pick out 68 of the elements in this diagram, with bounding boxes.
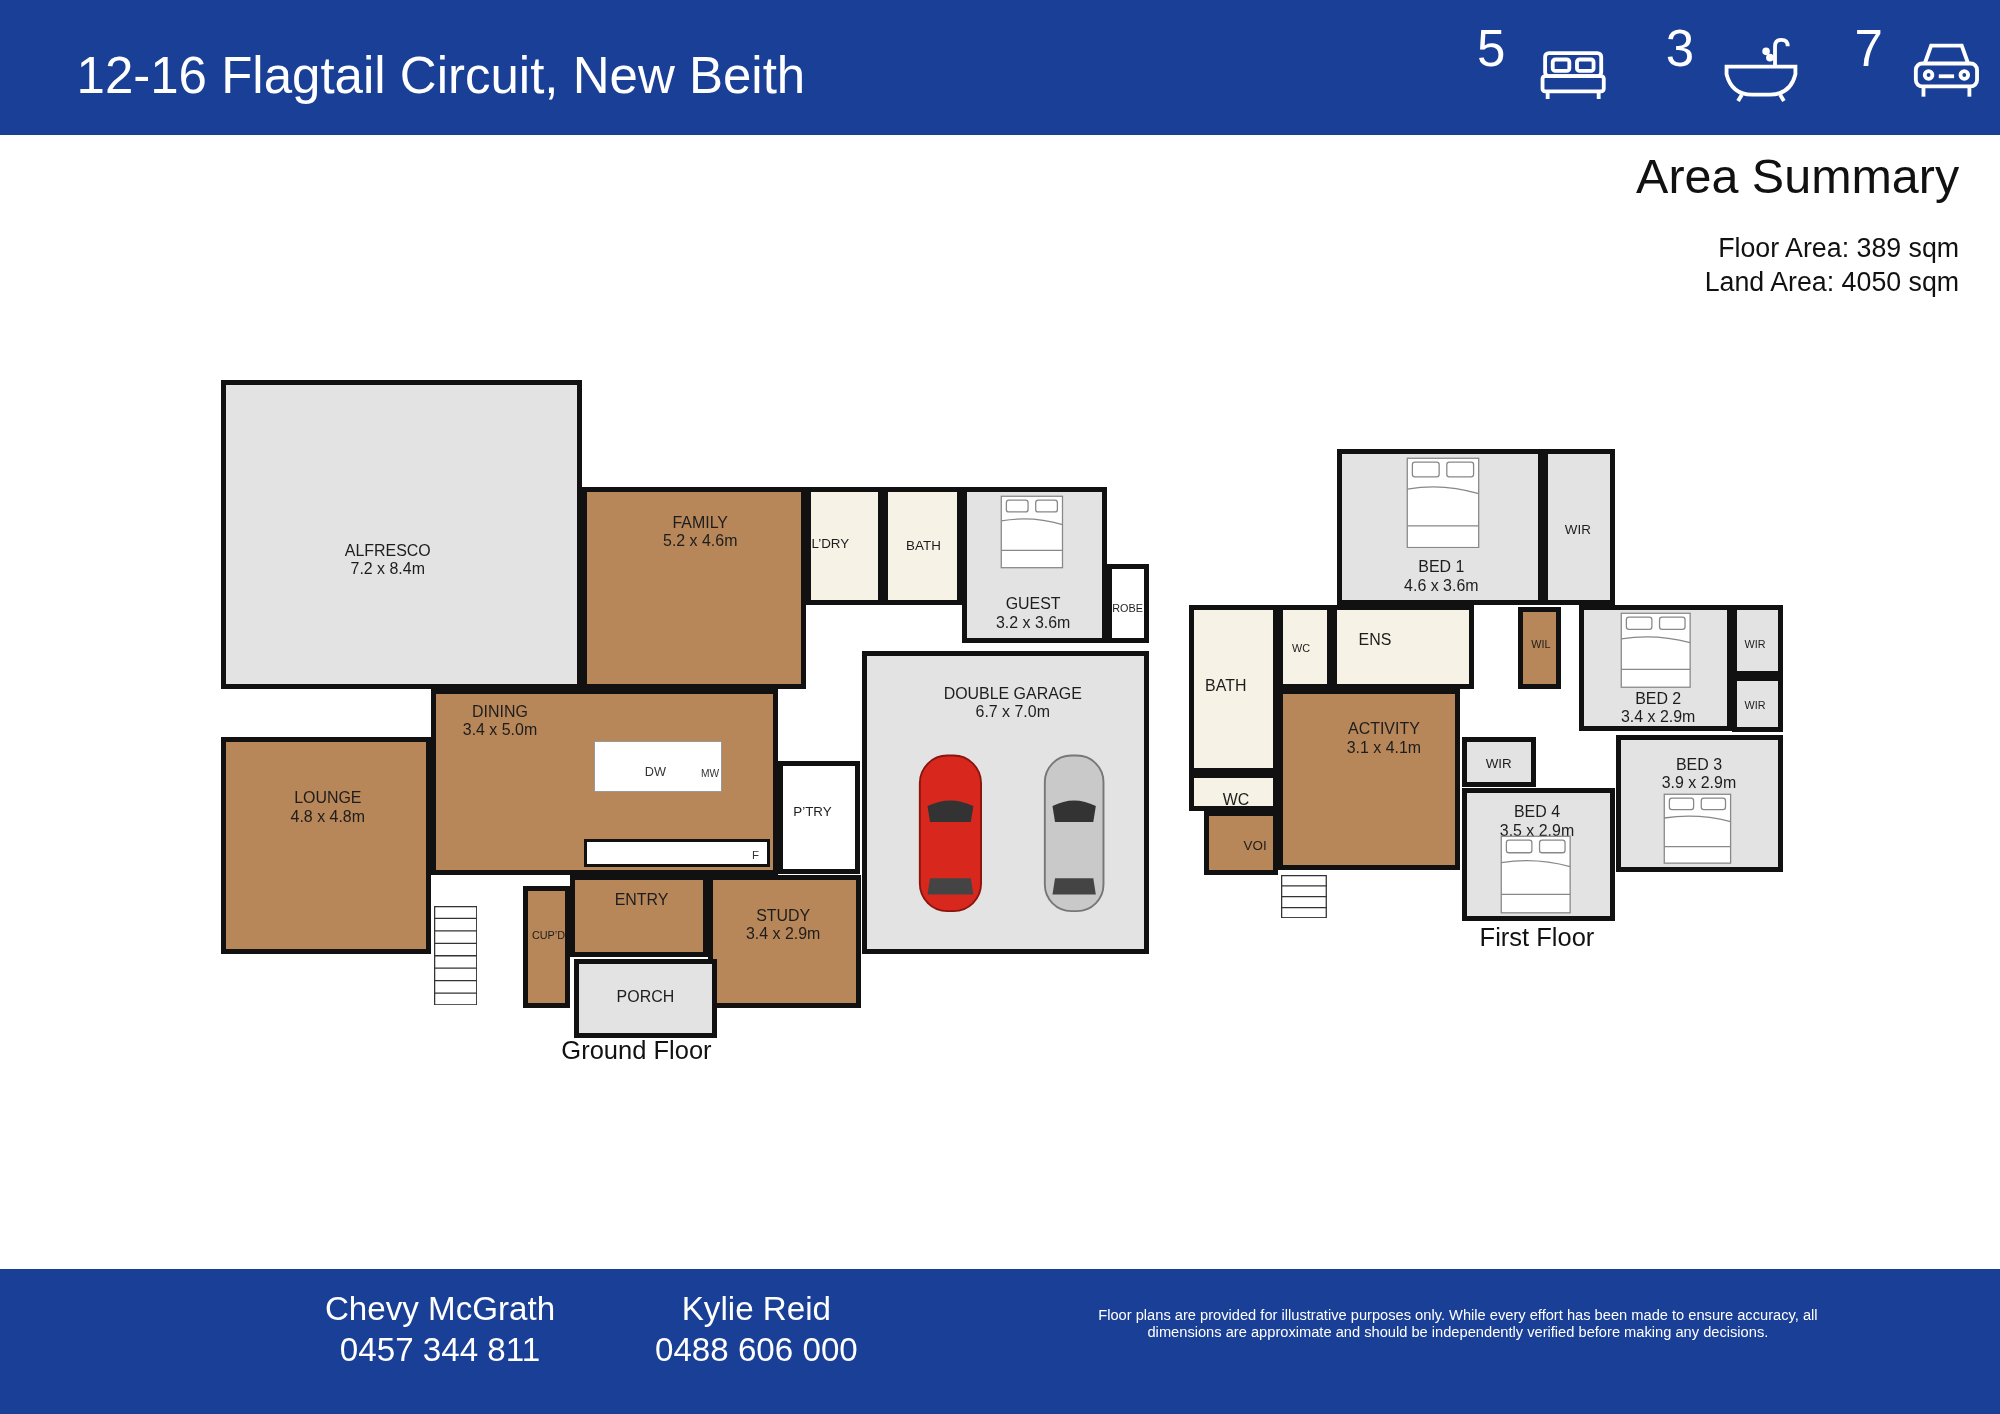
appliance-label: DW xyxy=(644,765,666,780)
room-dimensions: 4.6 x 3.6m xyxy=(1404,576,1479,596)
room xyxy=(1461,737,1536,787)
room xyxy=(1517,607,1562,689)
disclaimer-text: Floor plans are provided for illustrative purposes only. While every effort has been made to ensure accuracy, all dimensions are approximate and should be independently verified before making any decisions. xyxy=(1097,1307,1819,1341)
room xyxy=(522,886,571,1008)
room-dimensions: 3.5 x 2.9m xyxy=(1499,821,1575,840)
room-name: WIL xyxy=(1531,637,1551,651)
room-name: WC xyxy=(1291,641,1310,655)
room-dimensions: 3.1 x 4.1m xyxy=(1346,738,1422,758)
phone-number: 0488 606 000 xyxy=(654,1330,858,1369)
room-dimensions: 3.4 x 2.9m xyxy=(745,924,821,944)
room-name: BED 1 xyxy=(1418,558,1465,577)
page-title: 12-16 Flagtail Circuit, New Beith xyxy=(76,45,806,105)
room-dimensions: 7.2 x 8.4m xyxy=(350,560,425,579)
room-name: ACTIVITY xyxy=(1348,720,1420,739)
room xyxy=(1107,563,1150,643)
room-name: VOI xyxy=(1243,837,1267,854)
room-name: WC xyxy=(1222,790,1250,809)
room xyxy=(220,380,582,689)
room xyxy=(220,737,432,955)
room-dimensions: 3.9 x 2.9m xyxy=(1661,774,1737,793)
room-name: DOUBLE GARAGE xyxy=(943,684,1082,703)
room-name: FAMILY xyxy=(672,513,728,533)
room xyxy=(1543,448,1615,605)
appliance-label: F xyxy=(752,849,760,863)
floor-area-text: Floor Area: 389 sqm xyxy=(1718,232,1960,264)
room-dimensions: 3.4 x 2.9m xyxy=(1620,708,1696,727)
room-dimensions: 5.2 x 4.6m xyxy=(663,532,738,551)
room xyxy=(573,959,717,1039)
room-name: WIR xyxy=(1744,699,1766,712)
room xyxy=(707,875,861,1008)
room-name: BED 2 xyxy=(1635,689,1682,709)
agent-name: Kylie Reid xyxy=(681,1290,831,1329)
appliance-label: MW xyxy=(701,767,720,780)
room-dimensions: 3.2 x 3.6m xyxy=(995,613,1071,633)
area-summary-heading: Area Summary xyxy=(1636,149,1960,206)
room-name: BATH xyxy=(1205,677,1247,696)
room-dimensions: 3.4 x 5.0m xyxy=(462,720,538,740)
room-name: BED 3 xyxy=(1675,756,1722,775)
stat-count: 3 xyxy=(1665,20,1695,80)
floor-caption: Ground Floor xyxy=(561,1035,712,1066)
room-name: WIR xyxy=(1564,521,1591,537)
room-name: DINING xyxy=(472,702,528,721)
stat-count: 7 xyxy=(1854,20,1883,80)
room-name: LOUNGE xyxy=(294,789,362,808)
room-name: BED 4 xyxy=(1513,803,1560,822)
room-name: L’DRY xyxy=(811,535,850,552)
room-name: ROBE xyxy=(1112,602,1143,615)
room-name: WIR xyxy=(1485,756,1512,772)
room-dimensions: 6.7 x 7.0m xyxy=(975,703,1050,722)
room-name: STUDY xyxy=(756,906,811,925)
room-name: ENTRY xyxy=(614,891,669,910)
floor-caption: First Floor xyxy=(1479,923,1595,953)
room-name: PORCH xyxy=(616,988,675,1007)
room xyxy=(778,761,860,874)
room-name: WIR xyxy=(1744,637,1766,651)
stat-count: 5 xyxy=(1477,20,1506,80)
room-name: ENS xyxy=(1358,631,1392,650)
room-name: GUEST xyxy=(1005,595,1061,614)
room-name: CUP’D xyxy=(531,928,565,942)
land-area-text: Land Area: 4050 sqm xyxy=(1704,267,1960,298)
room-dimensions: 4.8 x 4.8m xyxy=(290,807,365,826)
room-name: BATH xyxy=(906,538,941,554)
room-name: P’TRY xyxy=(793,803,832,819)
agent-name: Chevy McGrath xyxy=(324,1290,556,1329)
room-name: ALFRESCO xyxy=(344,541,431,561)
phone-number: 0457 344 811 xyxy=(339,1330,541,1369)
